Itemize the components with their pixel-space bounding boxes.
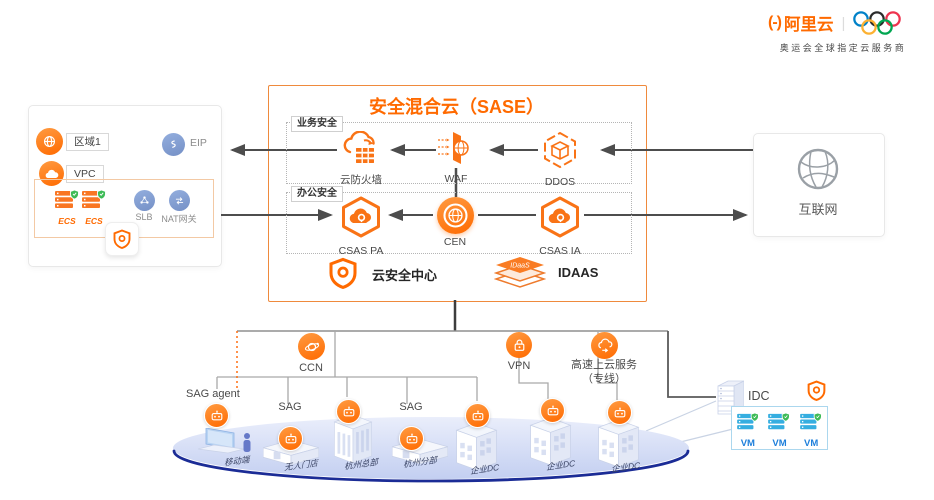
person-figure xyxy=(243,433,251,452)
vm-label: VM xyxy=(772,438,787,449)
nat-node: NAT网关 xyxy=(158,190,200,225)
vm-node-3: VM xyxy=(798,412,825,449)
vm-icon xyxy=(800,412,822,430)
vm-label: VM xyxy=(804,438,819,449)
olympic-rings-icon xyxy=(853,11,902,35)
waf-icon xyxy=(438,132,469,164)
sag-dc2-icon xyxy=(540,398,565,423)
ddos-icon xyxy=(544,131,576,169)
idc-shield-icon xyxy=(806,380,827,406)
brand-name: 阿里云 xyxy=(783,16,834,34)
eip-icon xyxy=(162,133,185,156)
business-security-zone xyxy=(286,122,632,184)
brand-divider: | xyxy=(841,14,846,32)
vm-node-2: VM xyxy=(766,412,793,449)
nat-label: NAT网关 xyxy=(161,214,197,224)
csas-pa-node: CSAS PA xyxy=(321,196,401,257)
csas-pa-icon xyxy=(342,196,380,238)
csas-ia-label: CSAS IA xyxy=(539,245,581,257)
cen-label: CEN xyxy=(443,236,467,248)
csas-pa-label: CSAS PA xyxy=(338,245,384,257)
office-security-label: 办公安全 xyxy=(291,186,343,202)
vm-label: VM xyxy=(740,438,755,449)
cen-node: CEN xyxy=(415,197,495,248)
sag-agent-icon xyxy=(204,403,229,428)
idc-link-line xyxy=(667,331,716,398)
sag-agent-label: SAG agent xyxy=(186,388,240,400)
ecs-icon xyxy=(55,189,79,208)
region-icon xyxy=(36,128,63,155)
idaas-label: IDAAS xyxy=(558,265,599,280)
vm-icon xyxy=(736,412,759,430)
internet-label: 互联网 xyxy=(798,202,838,217)
ccn-label: CCN xyxy=(299,362,323,374)
cloud-firewall-label: 云防火墙 xyxy=(340,174,382,186)
security-shield-box xyxy=(105,222,139,256)
brand-block: (-) 阿里云 | xyxy=(768,9,902,37)
internet-globe-icon xyxy=(796,147,840,196)
ecs-icon xyxy=(82,189,106,208)
branch-lines xyxy=(216,330,668,404)
express-line2: （专线） xyxy=(582,372,626,385)
cen-icon xyxy=(436,197,474,234)
vm-node-1: VM xyxy=(734,412,761,449)
cloud-firewall-node: 云防火墙 xyxy=(321,130,401,187)
cloud-security-center-icon xyxy=(327,257,359,294)
csas-ia-icon xyxy=(541,196,579,238)
waf-node: WAF xyxy=(416,130,496,185)
ecs-node-2: ECS xyxy=(80,189,108,226)
region-label: 区域1 xyxy=(66,133,109,151)
ddos-label: DDOS xyxy=(544,176,576,188)
csas-ia-node: CSAS IA xyxy=(520,196,600,257)
ecs-label: ECS xyxy=(58,216,76,226)
waf-label: WAF xyxy=(444,173,468,185)
express-connect-label: 高速上云服务 （专线） xyxy=(568,359,640,387)
sag-dc3-icon xyxy=(607,400,632,425)
brand-tagline: 奥运会全球指定云服务商 xyxy=(779,43,907,53)
vpc-label: VPC xyxy=(66,165,104,183)
sag-dc1-icon xyxy=(465,403,490,428)
slb-label: SLB xyxy=(135,212,153,222)
cloud-security-center-label: 云安全中心 xyxy=(372,268,438,283)
sag-store-icon xyxy=(278,426,303,451)
sag-branch-label: SAG xyxy=(399,401,423,413)
vpn-label: VPN xyxy=(507,360,531,372)
eip-label: EIP xyxy=(190,137,207,149)
vpc-icon xyxy=(39,161,64,186)
sag-store-label: SAG xyxy=(278,401,302,413)
cloud-firewall-icon xyxy=(343,130,375,163)
office-security-zone xyxy=(286,192,632,254)
shield-icon xyxy=(113,229,131,249)
idc-vm-group: VM VM VM xyxy=(731,406,828,450)
vm-icon xyxy=(768,412,791,430)
ecs-node-1: ECS xyxy=(53,189,81,226)
sag-branch-icon xyxy=(399,426,424,451)
express-connect-icon xyxy=(591,332,618,359)
ccn-icon xyxy=(298,333,325,360)
idaas-icon: IDaaS xyxy=(493,255,547,296)
express-line1: 高速上云服务 xyxy=(571,359,637,371)
vpn-icon xyxy=(506,332,532,358)
slb-node: SLB xyxy=(131,190,157,222)
slb-icon xyxy=(133,190,155,211)
idc-label: IDC xyxy=(748,389,770,403)
sag-hq-icon xyxy=(336,399,361,424)
ddos-node: DDOS xyxy=(520,131,600,188)
brand-mark: (-) xyxy=(768,14,782,31)
nat-gateway-icon xyxy=(168,190,190,211)
ecs-label: ECS xyxy=(85,216,103,226)
sase-title: 安全混合云（SASE） xyxy=(368,97,545,117)
idaas-badge-text: IDaaS xyxy=(510,263,530,270)
business-security-label: 业务安全 xyxy=(291,116,343,132)
